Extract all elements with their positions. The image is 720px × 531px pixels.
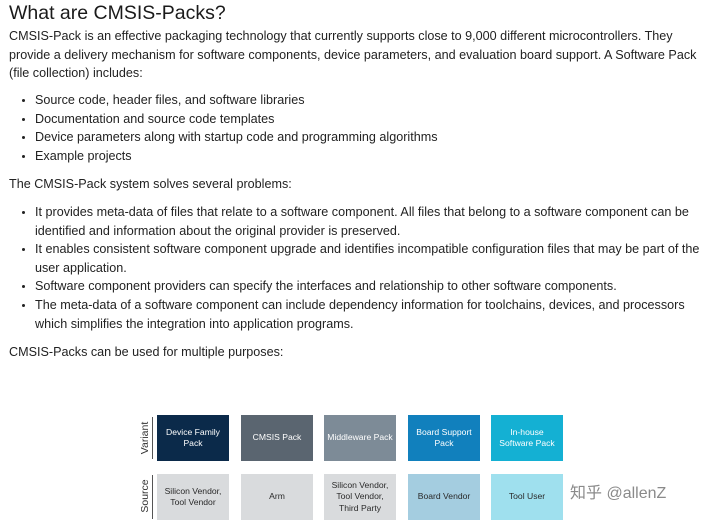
variant-box-device-family-pack: Device Family Pack (157, 415, 229, 461)
source-box-board-vendor: Board Vendor (408, 474, 480, 520)
list-item: It enables consistent software component… (35, 240, 719, 277)
source-axis-line (152, 475, 153, 519)
source-box-silicon-tool-third-party: Silicon Vendor, Tool Vendor, Third Party (324, 474, 396, 520)
list-item: Documentation and source code templates (35, 110, 719, 129)
intro-paragraph: CMSIS-Pack is an effective packaging tec… (9, 29, 697, 81)
source-box-label: Board Vendor (417, 491, 471, 502)
source-box-arm: Arm (241, 474, 313, 520)
variant-box-cmsis-pack: CMSIS Pack (241, 415, 313, 461)
source-box-label: Arm (269, 491, 285, 502)
list-item: Device parameters along with startup cod… (35, 128, 719, 147)
variant-box-middleware-pack: Middleware Pack (324, 415, 396, 461)
list-item: Source code, header files, and software … (35, 91, 719, 110)
list-item: It provides meta-data of files that rela… (35, 203, 719, 240)
zhihu-watermark: 知乎 @allenZ (570, 485, 667, 502)
variant-box-board-support-pack: Board Support Pack (408, 415, 480, 461)
variant-axis-line (152, 417, 153, 459)
list-item: Example projects (35, 147, 719, 166)
variant-box-in-house-software-pack: In-house Software Pack (491, 415, 563, 461)
list-item: Software component providers can specify… (35, 277, 719, 296)
list-item: The meta-data of a software component ca… (35, 296, 719, 333)
variant-box-label: In-house Software Pack (499, 426, 555, 449)
variant-box-label: Device Family Pack (166, 426, 220, 449)
variant-box-label: Board Support Pack (416, 426, 472, 449)
source-box-silicon-tool-vendor: Silicon Vendor, Tool Vendor (157, 474, 229, 520)
source-box-label: Silicon Vendor, Tool Vendor (164, 485, 222, 508)
problems-list: It provides meta-data of files that rela… (9, 203, 719, 333)
pack-contents-list: Source code, header files, and software … (9, 91, 719, 165)
source-box-label: Tool User (508, 491, 546, 502)
variant-box-label: CMSIS Pack (252, 432, 302, 443)
purposes-intro-paragraph: CMSIS-Packs can be used for multiple pur… (9, 345, 284, 359)
source-box-label: Silicon Vendor, Tool Vendor, Third Party (331, 479, 389, 513)
source-box-tool-user: Tool User (491, 474, 563, 520)
problems-intro-paragraph: The CMSIS-Pack system solves several pro… (9, 177, 292, 191)
page-title: What are CMSIS-Packs? (9, 2, 226, 24)
variant-box-label: Middleware Pack (327, 432, 393, 443)
source-row-label: Source (139, 479, 151, 513)
